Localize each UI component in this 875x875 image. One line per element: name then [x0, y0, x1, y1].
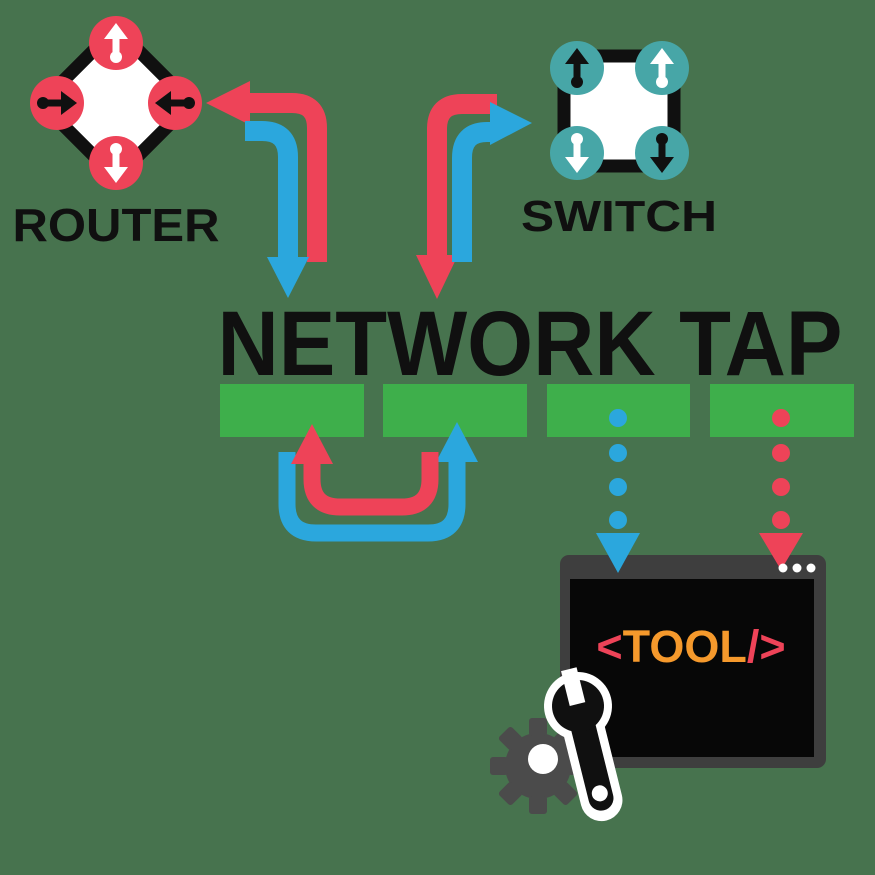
- loop-arrow-red: [291, 424, 439, 516]
- wrench-icon: [544, 667, 623, 822]
- arrow-tap-to-switch: [452, 102, 532, 262]
- arrow-tap-to-router: [206, 81, 327, 262]
- tool-window: [560, 555, 826, 768]
- monitor-feed-red: [759, 409, 803, 570]
- router-icon: [30, 16, 202, 190]
- switch-icon: [550, 41, 689, 180]
- router-label: ROUTER: [13, 199, 220, 251]
- tap-ports: [220, 384, 854, 437]
- monitor-feed-blue: [596, 409, 640, 573]
- window-control-dots: [778, 563, 816, 573]
- arrow-switch-to-tap: [416, 94, 497, 299]
- network-tap-title: NETWORK TAP: [218, 293, 843, 395]
- switch-label: SWITCH: [521, 192, 717, 241]
- tap-port-1: [220, 384, 364, 437]
- tool-code-label: <TOOL/>: [596, 621, 785, 672]
- arrow-router-to-tap: [245, 121, 309, 298]
- loop-arrow-blue: [278, 422, 478, 542]
